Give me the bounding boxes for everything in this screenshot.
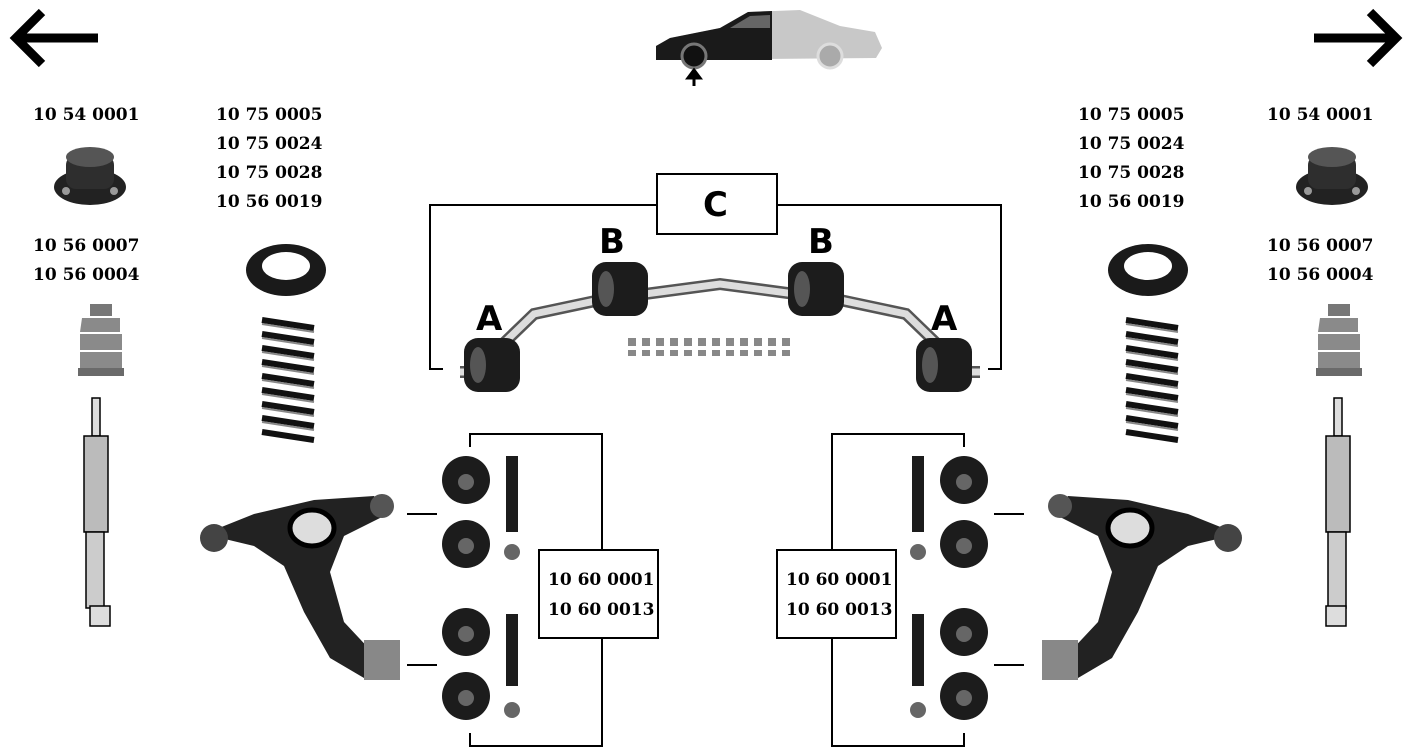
bracket-line — [776, 204, 1002, 206]
connector-line — [407, 513, 437, 515]
part-number: 10 75 0005 — [1078, 105, 1185, 125]
part-number: 10 56 0007 — [33, 236, 140, 256]
spring-seat-image — [1108, 244, 1188, 296]
part-number: 10 54 0001 — [33, 105, 140, 125]
spring-seat-image — [246, 244, 326, 296]
right-bump-part-numbers: 10 56 0007 10 56 0004 — [1267, 232, 1373, 290]
right-mount-part-numbers: 10 54 0001 — [1267, 101, 1373, 130]
part-number: 10 56 0019 — [1078, 192, 1185, 212]
part-number: 10 75 0005 — [216, 105, 323, 125]
label-c: C — [703, 185, 728, 225]
part-number: 10 54 0001 — [1267, 105, 1374, 125]
left-spring-part-numbers: 10 75 0005 10 75 0024 10 75 0028 10 56 0… — [216, 101, 322, 217]
part-number: 10 60 0013 — [786, 600, 893, 620]
part-number: 10 56 0007 — [1267, 236, 1374, 256]
bracket-line — [963, 733, 965, 747]
bracket-line — [469, 733, 471, 747]
bracket-line — [831, 433, 965, 435]
connector-line — [994, 513, 1024, 515]
shock-absorber-image — [1325, 397, 1351, 627]
car-front-axle-icon — [656, 10, 882, 86]
shock-absorber-image — [83, 397, 111, 627]
bracket-line — [469, 433, 603, 435]
bracket-line — [429, 204, 431, 370]
arrow-right-icon[interactable] — [1312, 8, 1404, 68]
right-spring-part-numbers: 10 75 0005 10 75 0024 10 75 0028 10 56 0… — [1078, 101, 1184, 217]
part-number: 10 75 0024 — [216, 134, 323, 154]
part-number: 10 56 0004 — [33, 265, 140, 285]
part-number: 10 56 0019 — [216, 192, 323, 212]
bump-stop-image — [1316, 304, 1362, 376]
bracket-line — [831, 745, 965, 747]
label-b-left: B — [599, 222, 625, 262]
label-b-right: B — [808, 222, 834, 262]
left-mount-part-numbers: 10 54 0001 — [33, 101, 139, 130]
control-arm-image — [1042, 494, 1242, 680]
bushing-set-image — [910, 456, 988, 720]
bracket-line — [469, 433, 471, 447]
label-a-right: A — [931, 299, 958, 339]
part-number: 10 75 0024 — [1078, 134, 1185, 154]
bushing-set-image — [442, 456, 520, 720]
control-arm-image — [200, 494, 400, 680]
bump-stop-image — [78, 304, 124, 376]
part-number: 10 75 0028 — [216, 163, 323, 183]
bracket-line — [429, 368, 443, 370]
connector-line — [994, 664, 1024, 666]
bracket-line — [469, 745, 603, 747]
strut-mount-image — [54, 147, 126, 205]
bracket-line — [429, 204, 658, 206]
bracket-line — [1000, 204, 1002, 370]
part-number: 10 60 0001 — [786, 570, 893, 590]
strut-mount-image — [1296, 147, 1368, 205]
bracket-line — [988, 368, 1002, 370]
part-number: 10 60 0013 — [548, 600, 655, 620]
left-arm-part-numbers: 10 60 0001 10 60 0013 — [538, 549, 659, 639]
label-c-box — [656, 173, 778, 235]
coil-spring-image — [261, 317, 315, 443]
coil-spring-image — [1125, 317, 1179, 443]
right-arm-part-numbers: 10 60 0001 10 60 0013 — [776, 549, 897, 639]
connector-line — [407, 664, 437, 666]
part-number: 10 60 0001 — [548, 570, 655, 590]
part-number: 10 56 0004 — [1267, 265, 1374, 285]
arrow-left-icon[interactable] — [8, 8, 100, 68]
part-number: 10 75 0028 — [1078, 163, 1185, 183]
bracket-line — [963, 433, 965, 447]
label-a-left: A — [476, 299, 503, 339]
left-bump-part-numbers: 10 56 0007 10 56 0004 — [33, 232, 139, 290]
stabilizer-bar-image — [460, 262, 980, 392]
